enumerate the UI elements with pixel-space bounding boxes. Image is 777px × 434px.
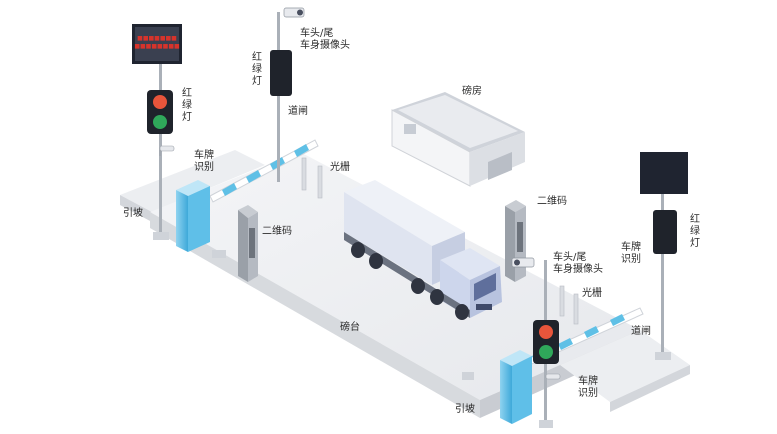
label-grating-top: 光栅 (330, 160, 350, 173)
label-scale-house: 磅房 (462, 84, 482, 97)
ramp-left (120, 150, 265, 222)
svg-text:车身摄像头: 车身摄像头 (300, 38, 350, 51)
barrier-gate-top (209, 139, 319, 203)
label-traffic-light-left: 红 绿 灯 (182, 86, 192, 123)
svg-text:灯: 灯 (690, 237, 700, 249)
svg-text:红: 红 (182, 86, 192, 99)
svg-text:红: 红 (690, 212, 700, 225)
svg-text:车头/尾: 车头/尾 (553, 250, 586, 263)
svg-text:车牌: 车牌 (621, 240, 641, 253)
label-grating-bottom: 光栅 (582, 286, 602, 299)
traffic-light-right (653, 210, 677, 254)
label-qr-right: 二维码 (537, 194, 567, 207)
label-plate-recog-left: 车牌 识别 (194, 148, 214, 173)
svg-text:车头/尾: 车头/尾 (300, 26, 333, 39)
label-plate-recog-bottom: 车牌 识别 (578, 374, 598, 399)
label-barrier-bottom: 道闸 (631, 324, 651, 337)
label-platform: 磅台 (340, 320, 360, 333)
svg-text:车牌: 车牌 (578, 374, 598, 387)
traffic-light-left (147, 90, 173, 134)
truck (344, 180, 502, 320)
svg-text:■■■■■■■: ■■■■■■■ (137, 35, 177, 42)
camera-pole-top (270, 7, 305, 182)
svg-text:车身摄像头: 车身摄像头 (553, 262, 603, 275)
label-qr-left: 二维码 (262, 224, 292, 237)
label-camera-right: 车头/尾 车身摄像头 (553, 250, 603, 275)
svg-text:灯: 灯 (182, 111, 192, 123)
svg-text:绿: 绿 (182, 98, 192, 111)
pole-bases (153, 232, 671, 428)
svg-text:识别: 识别 (578, 387, 598, 399)
svg-text:识别: 识别 (194, 161, 214, 173)
label-ramp-left: 引坡 (123, 206, 143, 219)
label-traffic-light-right: 红 绿 灯 (690, 212, 700, 249)
label-plate-recog-right: 车牌 识别 (621, 240, 641, 265)
ramp-bottom (560, 330, 690, 412)
qr-kiosk-right (505, 200, 526, 282)
traffic-light-bottom (533, 260, 559, 428)
svg-text:车牌: 车牌 (194, 148, 214, 161)
scale-house (391, 92, 525, 187)
qr-kiosk-left (238, 205, 258, 282)
label-ramp-bottom: 引坡 (455, 402, 475, 415)
barrier-kiosk-left (176, 180, 210, 252)
label-barrier-top: 道闸 (288, 104, 308, 117)
svg-text:■■■■■■■■: ■■■■■■■■ (134, 43, 180, 50)
svg-text:红: 红 (252, 50, 262, 63)
plate-camera-left (159, 145, 175, 156)
camera-right (511, 257, 535, 268)
barrier-kiosk-bottom (500, 350, 532, 424)
plate-camera-bottom (545, 373, 561, 380)
display-screen-right (640, 152, 688, 360)
label-camera-top: 车头/尾 车身摄像头 (300, 26, 350, 51)
svg-text:灯: 灯 (252, 75, 262, 87)
grating-posts (301, 157, 579, 325)
svg-text:绿: 绿 (690, 224, 700, 237)
label-traffic-light-mid: 红 绿 灯 (252, 50, 262, 87)
svg-text:绿: 绿 (252, 62, 262, 75)
svg-text:识别: 识别 (621, 253, 641, 265)
